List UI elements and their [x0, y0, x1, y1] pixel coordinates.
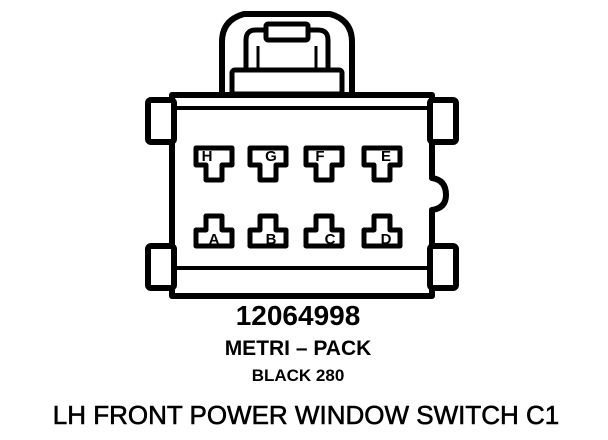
- connector-housing: [169, 92, 449, 299]
- diagram-caption: LH FRONT POWER WINDOW SWITCH C1: [52, 400, 560, 431]
- pin-label-h: H: [202, 148, 213, 165]
- housing-side-tabs: [145, 97, 459, 291]
- connector-series: METRI – PACK: [224, 337, 372, 360]
- connector-color-size: BLACK 280: [251, 366, 345, 385]
- pin-cavity-g: G: [247, 145, 289, 183]
- pin-cavity-b: B: [247, 213, 289, 249]
- pin-label-a: A: [209, 231, 220, 248]
- pin-label-c: C: [325, 231, 336, 248]
- pin-label-b: B: [266, 231, 277, 248]
- pin-cavity-a: A: [193, 213, 235, 249]
- pin-cavity-c: C: [303, 213, 345, 249]
- pin-label-d: D: [381, 231, 392, 248]
- pin-label-e: E: [381, 148, 391, 165]
- pin-row-bottom: A B C D: [193, 213, 403, 249]
- part-number: 12064998: [235, 300, 361, 331]
- pin-cavity-d: D: [361, 213, 403, 249]
- pin-row-top: H G F E: [193, 145, 403, 183]
- locking-tab: [219, 11, 355, 98]
- pin-label-g: G: [265, 148, 277, 165]
- pin-cavity-h: H: [193, 145, 235, 183]
- pin-cavity-f: F: [303, 145, 345, 183]
- pin-label-f: F: [315, 148, 324, 165]
- pin-cavity-e: E: [361, 145, 403, 183]
